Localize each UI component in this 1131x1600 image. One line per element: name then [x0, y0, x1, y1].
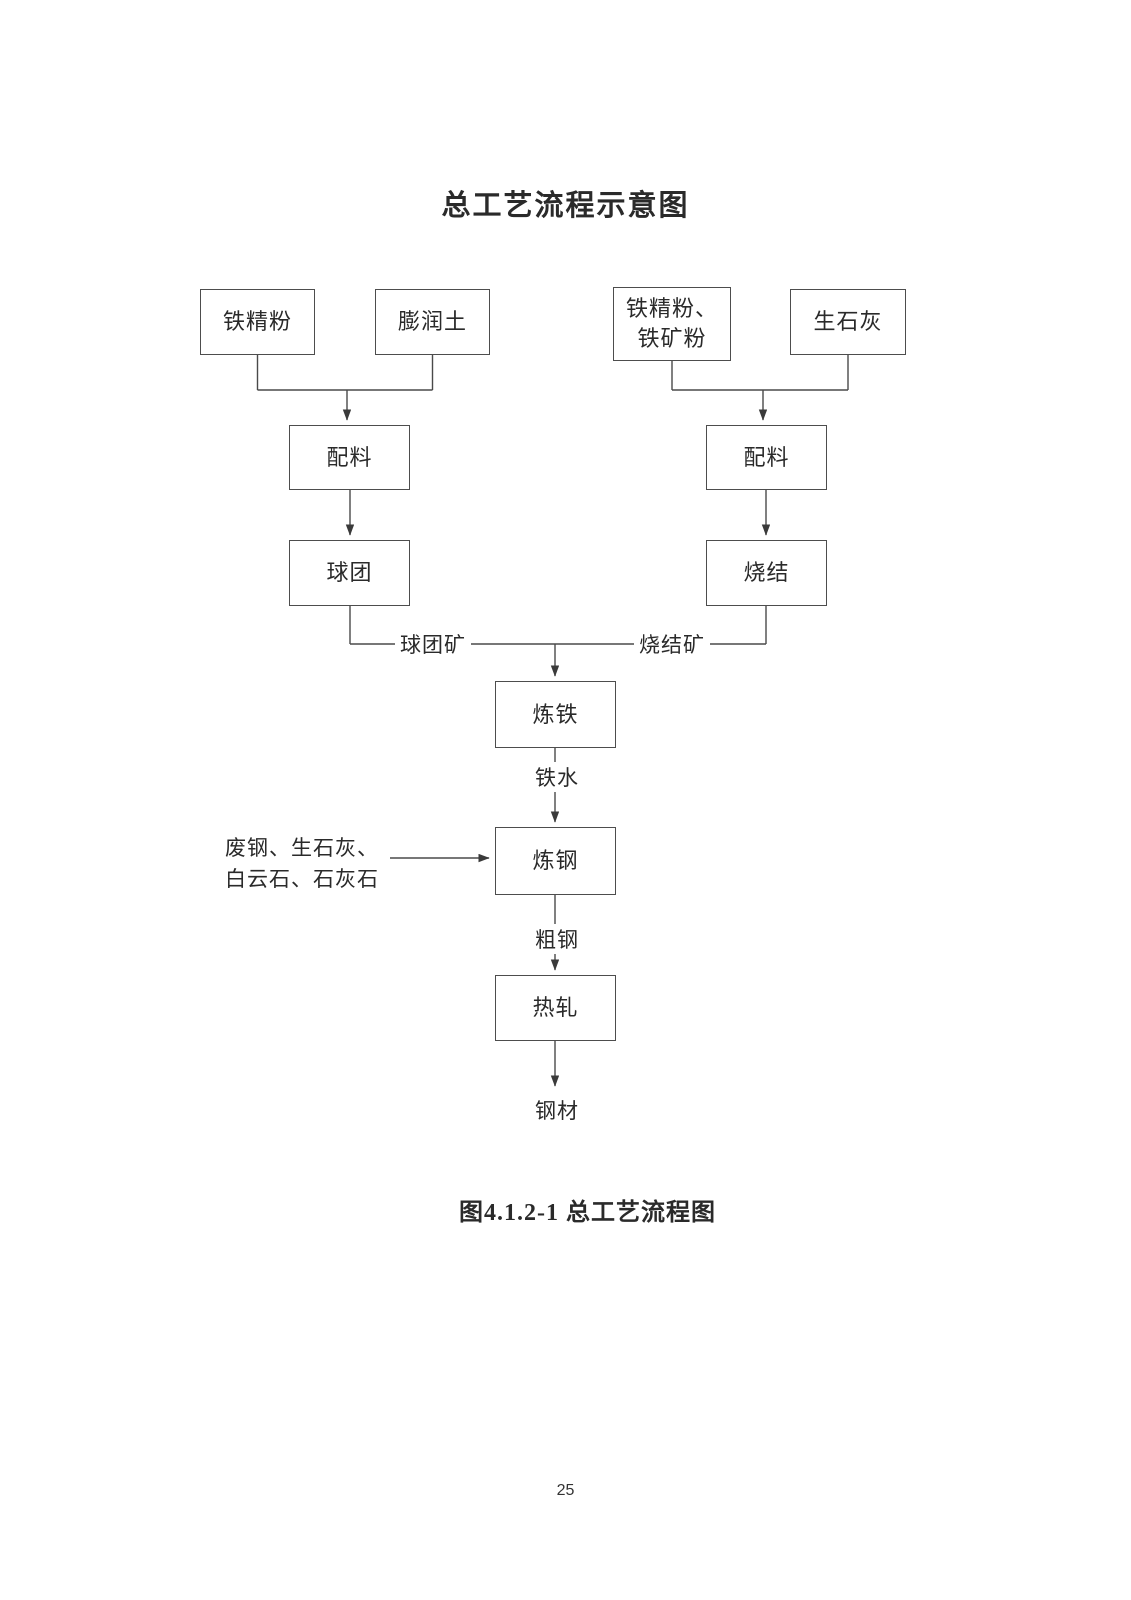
edge-label-steelmaking-inputs: 废钢、生石灰、 白云石、石灰石 — [225, 833, 379, 895]
edge-label-molten-iron: 铁水 — [530, 762, 584, 792]
node-iron-concentrate: 铁精粉 — [200, 289, 315, 355]
diagram-title: 总工艺流程示意图 — [441, 190, 690, 222]
node-bentonite: 膨润土 — [375, 289, 490, 355]
edge-label-steel-product: 钢材 — [530, 1095, 584, 1125]
node-steelmaking: 炼钢 — [495, 827, 616, 895]
edge-label-sinter-ore: 烧结矿 — [634, 629, 710, 659]
node-hot-rolling: 热轧 — [495, 975, 616, 1041]
edge-label-crude-steel: 粗钢 — [530, 924, 584, 954]
node-batching-right: 配料 — [706, 425, 827, 490]
node-pelletizing: 球团 — [289, 540, 410, 606]
node-ironmaking: 炼铁 — [495, 681, 616, 748]
page-number: 25 — [556, 1482, 575, 1499]
node-iron-concentrate-ore-powder: 铁精粉、 铁矿粉 — [613, 287, 731, 361]
node-quicklime: 生石灰 — [790, 289, 906, 355]
node-sintering: 烧结 — [706, 540, 827, 606]
node-batching-left: 配料 — [289, 425, 410, 490]
edge-label-pellet-ore: 球团矿 — [395, 629, 471, 659]
figure-caption: 图4.1.2-1 总工艺流程图 — [459, 1200, 716, 1226]
